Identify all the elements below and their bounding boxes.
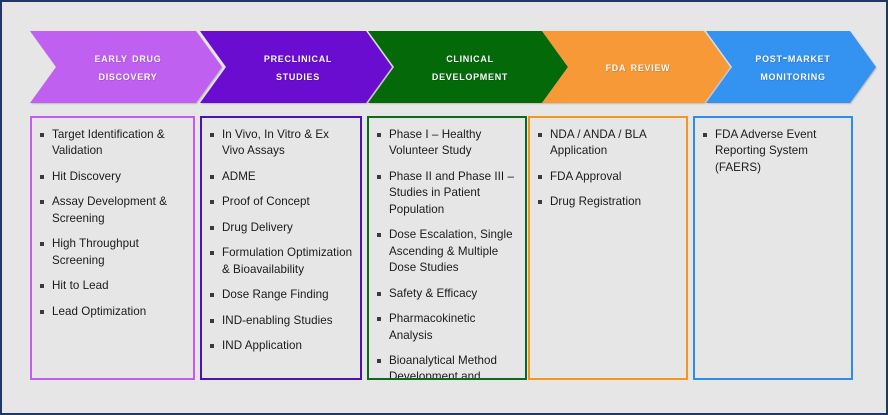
list-item: ADME (208, 169, 353, 185)
stage-arrow-early-drug-discovery[interactable]: Early Drug Discovery (30, 31, 222, 103)
list-item: Dose Range Finding (208, 287, 353, 303)
list-item: In Vivo, In Vitro & Ex Vivo Assays (208, 127, 353, 160)
stage-arrow-post-market-monitoring[interactable]: Post-market Monitoring (706, 31, 876, 103)
list-item: High Throughput Screening (38, 236, 186, 269)
stage-box-post-market-monitoring: FDA Adverse Event Reporting System (FAER… (693, 116, 853, 380)
list-item: Target Identification & Validation (38, 127, 186, 160)
arrow-shape-preclinical-studies (200, 31, 392, 103)
list-item: Drug Delivery (208, 220, 353, 236)
stage-arrow-label-early-drug-discovery: Early Drug Discovery (94, 50, 162, 83)
list-item: Phase II and Phase III – Studies in Pati… (375, 169, 518, 218)
list-item: Pharmacokinetic Analysis (375, 311, 518, 344)
list-item: NDA / ANDA / BLA Application (536, 127, 679, 160)
stage-arrow-fda-review[interactable]: FDA Review (542, 31, 730, 103)
list-item: Bioanalytical Method Development and Val… (375, 353, 518, 378)
stage-arrow-clinical-development[interactable]: Clinical Development (368, 31, 568, 103)
arrow-shape-early-drug-discovery (30, 31, 222, 103)
arrow-shape-fda-review (542, 31, 730, 103)
stage-arrow-label-preclinical-studies: Preclinical Studies (263, 50, 333, 83)
stage-arrow-label-post-market-monitoring: Post-market Monitoring (755, 50, 831, 83)
list-item: Phase I – Healthy Volunteer Study (375, 127, 518, 160)
list-item: Dose Escalation, Single Ascending & Mult… (375, 227, 518, 276)
stage-arrow-label-fda-review: FDA Review (605, 59, 671, 75)
list-item: Lead Optimization (38, 304, 186, 320)
list-item: Hit to Lead (38, 278, 186, 294)
stage-arrow-preclinical-studies[interactable]: Preclinical Studies (200, 31, 392, 103)
arrow-shape-post-market-monitoring (706, 31, 876, 103)
list-item: Formulation Optimization & Bioavailabili… (208, 245, 353, 278)
bullet-list-post-market-monitoring: FDA Adverse Event Reporting System (FAER… (701, 127, 844, 176)
list-item: Safety & Efficacy (375, 286, 518, 302)
stage-arrow-label-clinical-development: Clinical Development (431, 50, 509, 83)
list-item: Drug Registration (536, 194, 679, 210)
list-item: Proof of Concept (208, 194, 353, 210)
list-item: FDA Adverse Event Reporting System (FAER… (701, 127, 844, 176)
list-item: Assay Development & Screening (38, 194, 186, 227)
list-item: Hit Discovery (38, 169, 186, 185)
list-item: IND-enabling Studies (208, 313, 353, 329)
arrow-shape-clinical-development (368, 31, 568, 103)
stage-arrow-row: Early Drug Discovery Preclinical Studies C… (30, 31, 876, 103)
list-item: FDA Approval (536, 169, 679, 185)
list-item: IND Application (208, 338, 353, 354)
